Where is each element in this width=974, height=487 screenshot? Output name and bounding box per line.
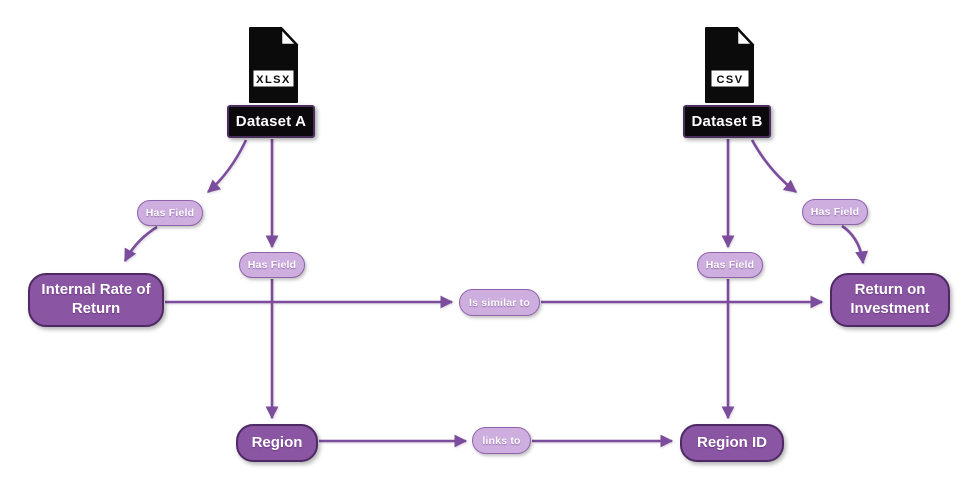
edge-dataset-b-to-hasfield-roi <box>750 139 798 194</box>
edge-label-links-to: links to <box>472 427 531 454</box>
node-region: Region <box>236 424 318 462</box>
edge-label-is-similar-to: Is similar to <box>459 289 540 316</box>
node-region-id: Region ID <box>680 424 784 462</box>
node-internal-rate-of-return: Internal Rate of Return <box>28 273 164 327</box>
edge-hasfield-to-roi <box>841 224 869 265</box>
xlsx-file-icon: XLSX <box>244 26 302 109</box>
edge-hasfield-to-irr <box>123 225 158 263</box>
node-return-on-investment: Return on Investment <box>830 273 950 327</box>
edge-label-has-field-a-irr: Has Field <box>137 200 203 226</box>
xlsx-file-type-label: XLSX <box>256 74 291 86</box>
csv-file-type-label: CSV <box>716 74 743 86</box>
edge-label-has-field-b-regionid: Has Field <box>697 252 763 278</box>
node-dataset-b: Dataset B <box>683 105 771 138</box>
edge-label-has-field-b-roi: Has Field <box>802 199 868 225</box>
csv-file-icon: CSV <box>700 26 758 109</box>
edge-label-has-field-a-region: Has Field <box>239 252 305 278</box>
edge-dataset-a-to-hasfield-irr <box>207 139 248 193</box>
node-dataset-a: Dataset A <box>227 105 315 138</box>
